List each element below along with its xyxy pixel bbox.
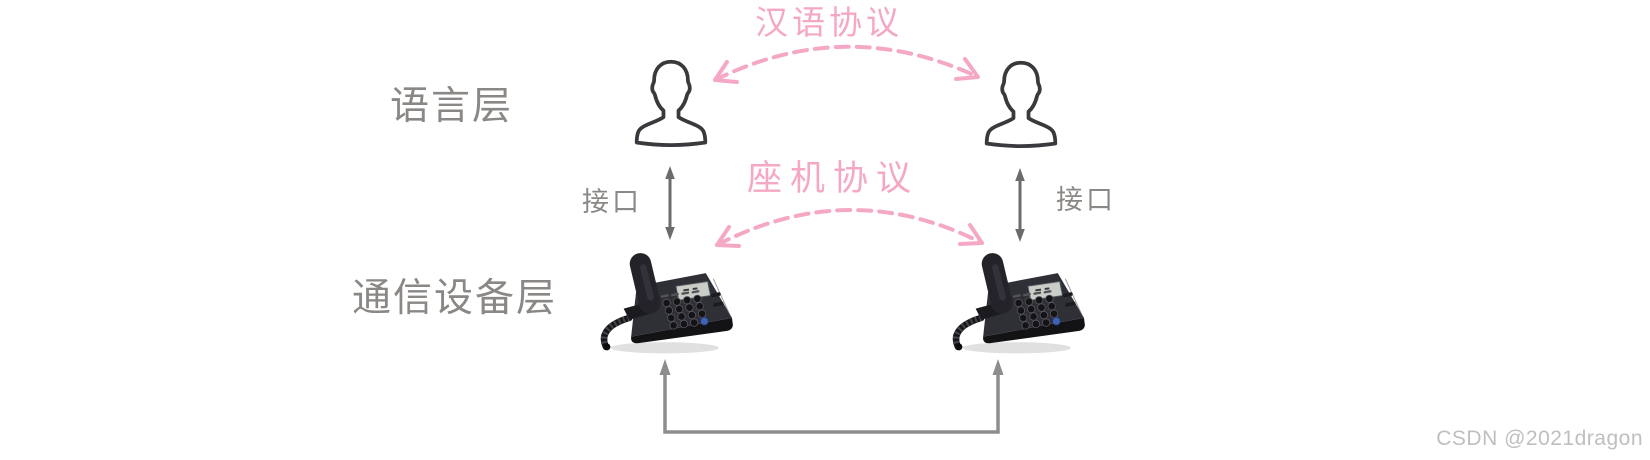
device-layer-label: 通信设备层 (352, 277, 558, 320)
bottom-protocol-label: 座机协议 (747, 159, 920, 198)
csdn-watermark: CSDN @2021dragon (1436, 427, 1643, 450)
interface-arrow-right-icon (1015, 168, 1025, 242)
language-layer-label: 语言层 (390, 85, 514, 128)
bottom-protocol-arc-arrow-icon (715, 208, 984, 248)
physical-link-connector-arrow (659, 359, 1004, 434)
interface-right-label: 接口 (1056, 185, 1116, 215)
person-icon (984, 60, 1058, 149)
interface-arrow-left-icon (665, 166, 675, 240)
desk-phone-image (586, 247, 736, 359)
top-protocol-arc-arrow-icon (713, 44, 980, 84)
person-icon (634, 59, 708, 148)
desk-phone-image (938, 247, 1088, 359)
top-protocol-label: 汉语协议 (755, 6, 903, 42)
interface-left-label: 接口 (582, 187, 642, 217)
